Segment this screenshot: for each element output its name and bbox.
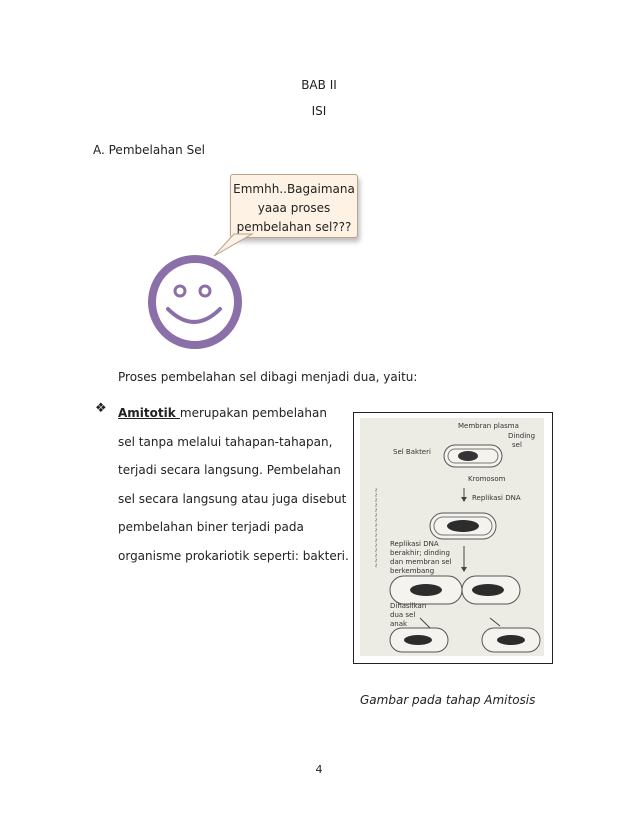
label-membrane: Membran plasma bbox=[458, 422, 519, 430]
label-cell: Sel Bakteri bbox=[393, 448, 431, 456]
bullet-line-1-text: merupakan pembelahan bbox=[179, 406, 327, 420]
intro-text: Proses pembelahan sel dibagi menjadi dua… bbox=[118, 370, 418, 384]
bubble-line-2: yaaa proses bbox=[257, 201, 331, 215]
margin-scribble: ~~~~~~~~~~~~~~~~ bbox=[373, 488, 380, 568]
label-rep-4: berkembang bbox=[390, 567, 434, 575]
bubble-line-1: Emmhh..Bagaimana bbox=[233, 182, 355, 196]
bubble-line-3: pembelahan sel??? bbox=[236, 220, 352, 234]
diamond-bullet-icon: ❖ bbox=[95, 401, 107, 416]
label-chromosome: Kromosom bbox=[468, 475, 506, 483]
bubble-text: Emmhh..Bagaimana yaaa proses pembelahan … bbox=[232, 180, 356, 237]
bullet-line-5: pembelahan biner terjadi pada bbox=[118, 520, 304, 534]
label-sep-3: anak bbox=[390, 620, 408, 628]
page-number: 4 bbox=[315, 763, 323, 776]
chapter-label: BAB II bbox=[301, 78, 337, 92]
bullet-term: Amitotik bbox=[118, 406, 180, 420]
smiley-icon bbox=[148, 255, 242, 349]
bullet-line-1: Amitotik merupakan pembelahan bbox=[118, 399, 327, 428]
section-heading: A. Pembelahan Sel bbox=[93, 143, 205, 157]
label-rep-1: Replikasi DNA bbox=[390, 540, 439, 548]
bubble-tail bbox=[213, 232, 256, 257]
figure-caption: Gambar pada tahap Amitosis bbox=[360, 693, 536, 707]
label-sep-2: dua sel bbox=[390, 611, 415, 619]
bullet-line-3: terjadi secara langsung. Pembelahan bbox=[118, 463, 341, 477]
chapter-subtitle: ISI bbox=[311, 104, 327, 118]
speech-bubble bbox=[230, 174, 358, 238]
label-wall-2: sel bbox=[512, 441, 522, 449]
label-sep-1: Dihasilkan bbox=[390, 602, 426, 610]
label-rep-3: dan membran sel bbox=[390, 558, 452, 566]
bullet-line-6: organisme prokariotik seperti: bakteri. bbox=[118, 549, 349, 563]
label-rep-2: berakhir; dinding bbox=[390, 549, 450, 557]
bullet-line-4: sel secara langsung atau juga disebut bbox=[118, 492, 347, 506]
binary-fission-diagram: Membran plasma Dinding sel Sel Bakteri K… bbox=[373, 422, 541, 653]
label-wall: Dinding bbox=[508, 432, 535, 440]
bullet-line-2: sel tanpa melalui tahapan-tahapan, bbox=[118, 435, 333, 449]
label-replication: Replikasi DNA bbox=[472, 494, 521, 502]
